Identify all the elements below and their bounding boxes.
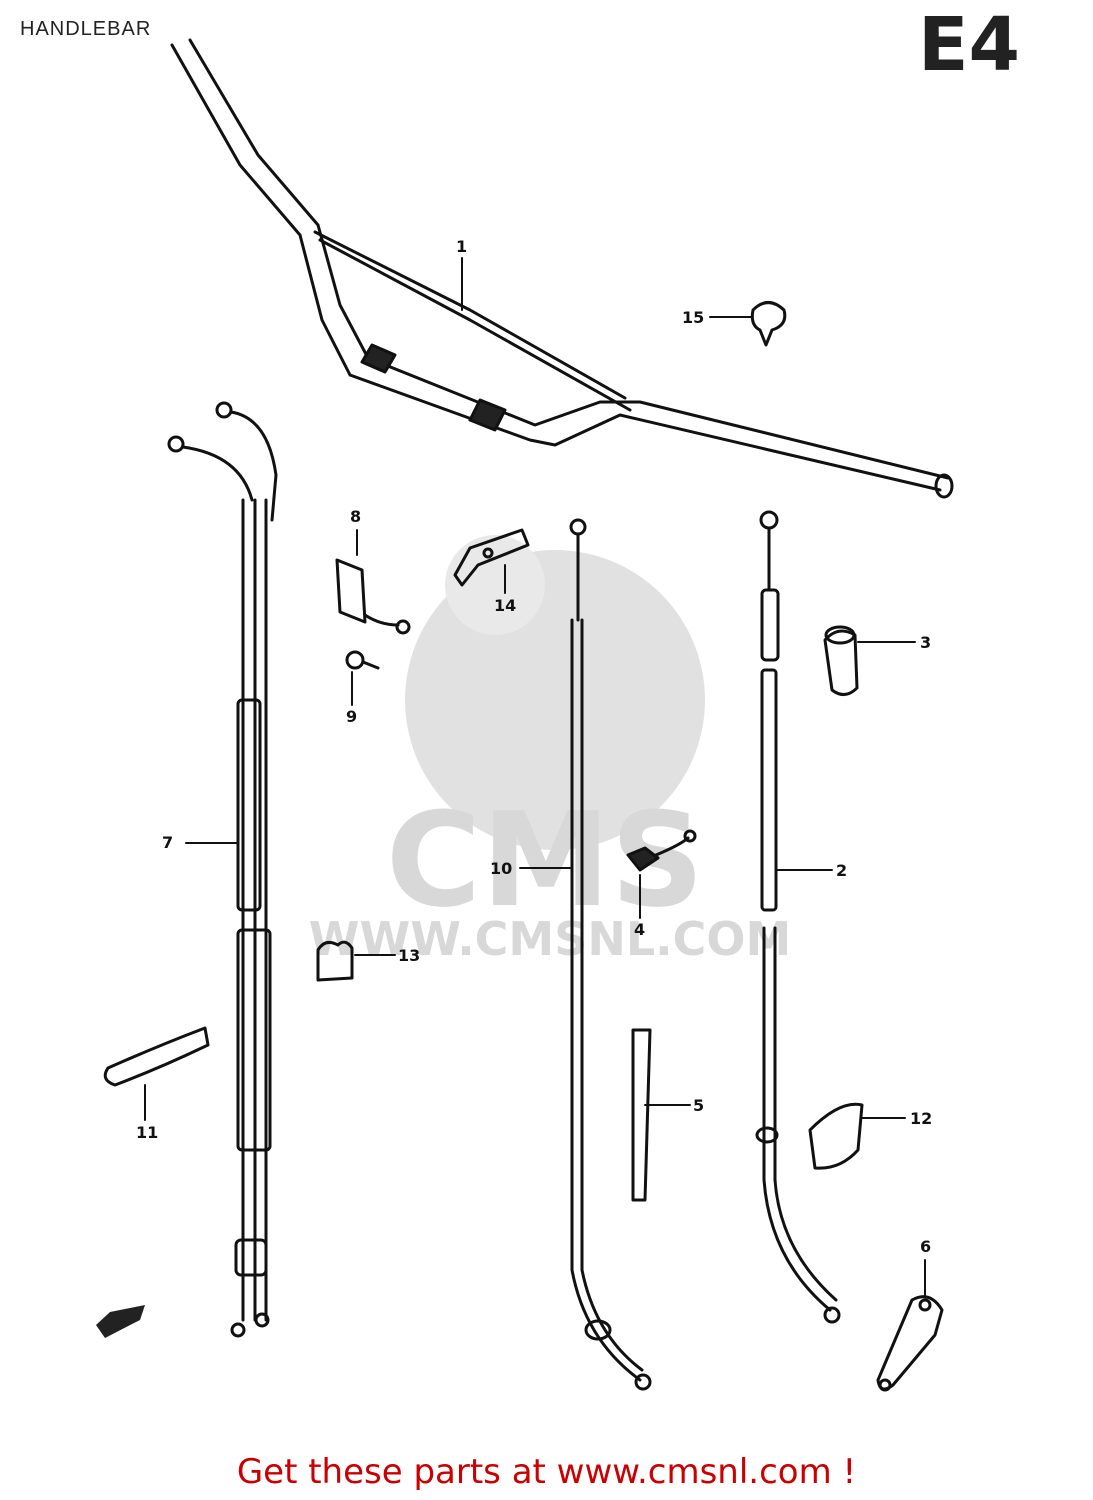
part-handlebar: [170, 38, 954, 499]
front-arrow-icon: [96, 1305, 145, 1338]
callout-3: 3: [920, 633, 931, 652]
part-throttle-cable: [167, 401, 278, 1338]
part-lever: [876, 1295, 944, 1392]
watermark-mascot-eye-icon: [445, 535, 545, 635]
callout-9: 9: [346, 707, 357, 726]
callout-8: 8: [350, 507, 361, 526]
watermark: CMS WWW.CMSNL.COM: [309, 535, 792, 966]
callout-labels: 1 2 3 4 5 6 7 8 9 10 11 12 13 14 15: [136, 237, 932, 1256]
section-code: E4: [918, 2, 1020, 88]
page-title: HANDLEBAR: [20, 18, 152, 40]
callout-4: 4: [634, 920, 645, 939]
leader-lines: [144, 257, 926, 1296]
callout-6: 6: [920, 1237, 931, 1256]
cta-link[interactable]: Get these parts at www.cmsnl.com !: [236, 1452, 857, 1492]
part-guide: [808, 1102, 864, 1170]
callout-5: 5: [693, 1096, 704, 1115]
callout-1: 1: [456, 237, 467, 256]
part-clip-13: [316, 940, 354, 982]
callout-7: 7: [162, 833, 173, 852]
callout-2: 2: [836, 861, 847, 880]
part-bracket: [453, 528, 530, 587]
part-cable-10: [569, 518, 652, 1391]
part-clip-4: [626, 829, 697, 872]
part-cap: [750, 301, 787, 347]
watermark-url: WWW.CMSNL.COM: [309, 912, 792, 966]
callout-12: 12: [910, 1109, 932, 1128]
callout-11: 11: [136, 1123, 158, 1142]
callout-10: 10: [490, 859, 512, 878]
callout-15: 15: [682, 308, 704, 327]
part-strap: [631, 1028, 652, 1202]
part-screw: [345, 650, 380, 670]
callout-13: 13: [398, 946, 420, 965]
part-cable-2: [755, 510, 841, 1324]
part-plate: [335, 558, 411, 635]
callout-14: 14: [494, 596, 516, 615]
part-grip-3: [823, 625, 859, 696]
part-grip-11: [103, 1026, 210, 1087]
